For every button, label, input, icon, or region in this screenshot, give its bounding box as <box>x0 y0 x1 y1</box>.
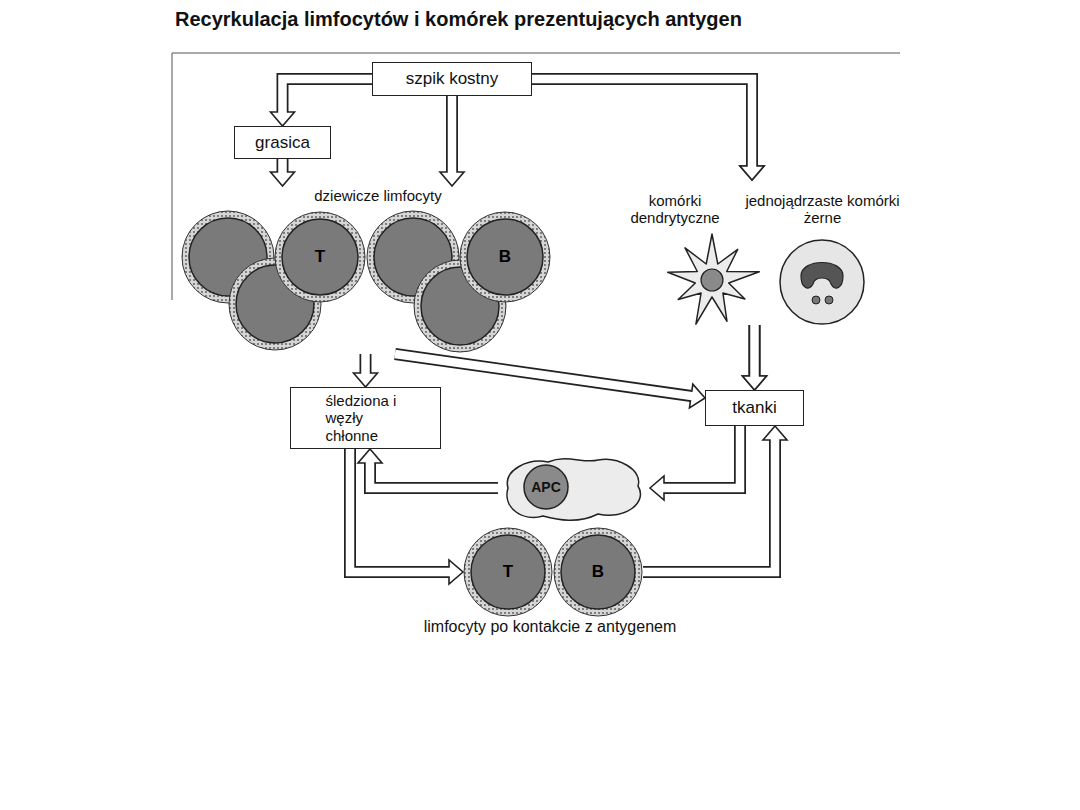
hollow-arrow <box>532 79 764 180</box>
lymphocyte-cell: T <box>274 211 366 303</box>
arrow-fill <box>662 426 741 488</box>
arrow-outline <box>532 79 752 166</box>
node-label: B <box>499 247 511 267</box>
hollow-arrow <box>395 354 705 408</box>
process-box: grasica <box>234 126 331 159</box>
arrow-fill <box>278 159 287 175</box>
node-label: śledziona i węzły chłonne <box>326 392 406 444</box>
node-label: szpik kostny <box>406 69 499 89</box>
arrow-outline <box>532 79 752 166</box>
hollow-arrow <box>271 79 373 126</box>
process-box: tkanki <box>705 390 804 426</box>
arrow-outline <box>664 426 740 488</box>
arrow-outline <box>643 440 775 572</box>
frame-line <box>172 53 900 54</box>
apc-symbol <box>498 450 650 526</box>
arrow-fill <box>283 79 373 115</box>
node-label: jednojądrzaste komórki żerne <box>745 192 900 227</box>
hollow-arrow <box>440 96 464 186</box>
arrow-fill <box>643 438 775 573</box>
arrow-fill <box>532 79 752 169</box>
arrow-fill <box>448 96 457 175</box>
hollow-arrow <box>743 325 767 390</box>
cell-figure: APC <box>498 450 650 526</box>
lymphocyte-cell: B <box>553 527 643 617</box>
lymphocyte-cell: B <box>459 211 551 303</box>
hollow-arrow <box>271 159 295 186</box>
process-box: śledziona i węzły chłonne <box>290 387 441 449</box>
arrow-fill <box>532 79 752 169</box>
arrow-fill <box>370 461 498 489</box>
cell-group: limfocyty po kontakcie z antygenem T B <box>375 524 725 634</box>
hollow-arrow <box>650 426 740 500</box>
cell-figure: komórki dendrytyczne <box>605 180 745 325</box>
hollow-arrow <box>743 325 767 390</box>
arrow-fill <box>750 325 759 379</box>
node-label: B <box>592 562 604 582</box>
hollow-arrow <box>350 449 463 584</box>
hollow-arrow <box>358 449 498 488</box>
hollow-arrow <box>532 79 764 180</box>
hollow-arrow <box>643 426 787 572</box>
node-label: tkanki <box>732 398 776 418</box>
frame-line <box>172 53 173 300</box>
diagram-title: Recyrkulacja limfocytów i komórek prezen… <box>175 8 742 31</box>
node-label: limfocyty po kontakcie z antygenem <box>375 618 725 636</box>
node-label: T <box>503 562 513 582</box>
arrow-outline <box>283 79 373 112</box>
node-label: T <box>315 247 325 267</box>
lymphocyte-cell: T <box>463 527 553 617</box>
hollow-arrow <box>354 354 378 387</box>
node-label: APC <box>520 478 572 496</box>
cell-figure: jednojądrzaste komórki żerne <box>745 180 900 325</box>
cell-group: dziewicze limfocytyT B <box>180 186 552 354</box>
process-box: szpik kostny <box>372 62 532 96</box>
arrow-fill <box>350 449 452 572</box>
arrow-fill <box>361 354 370 376</box>
arrow-fill <box>750 325 759 379</box>
node-label: grasica <box>255 133 310 153</box>
node-label: komórki dendrytyczne <box>605 192 745 227</box>
arrow-outline <box>350 449 449 572</box>
node-label: dziewicze limfocyty <box>204 187 552 204</box>
